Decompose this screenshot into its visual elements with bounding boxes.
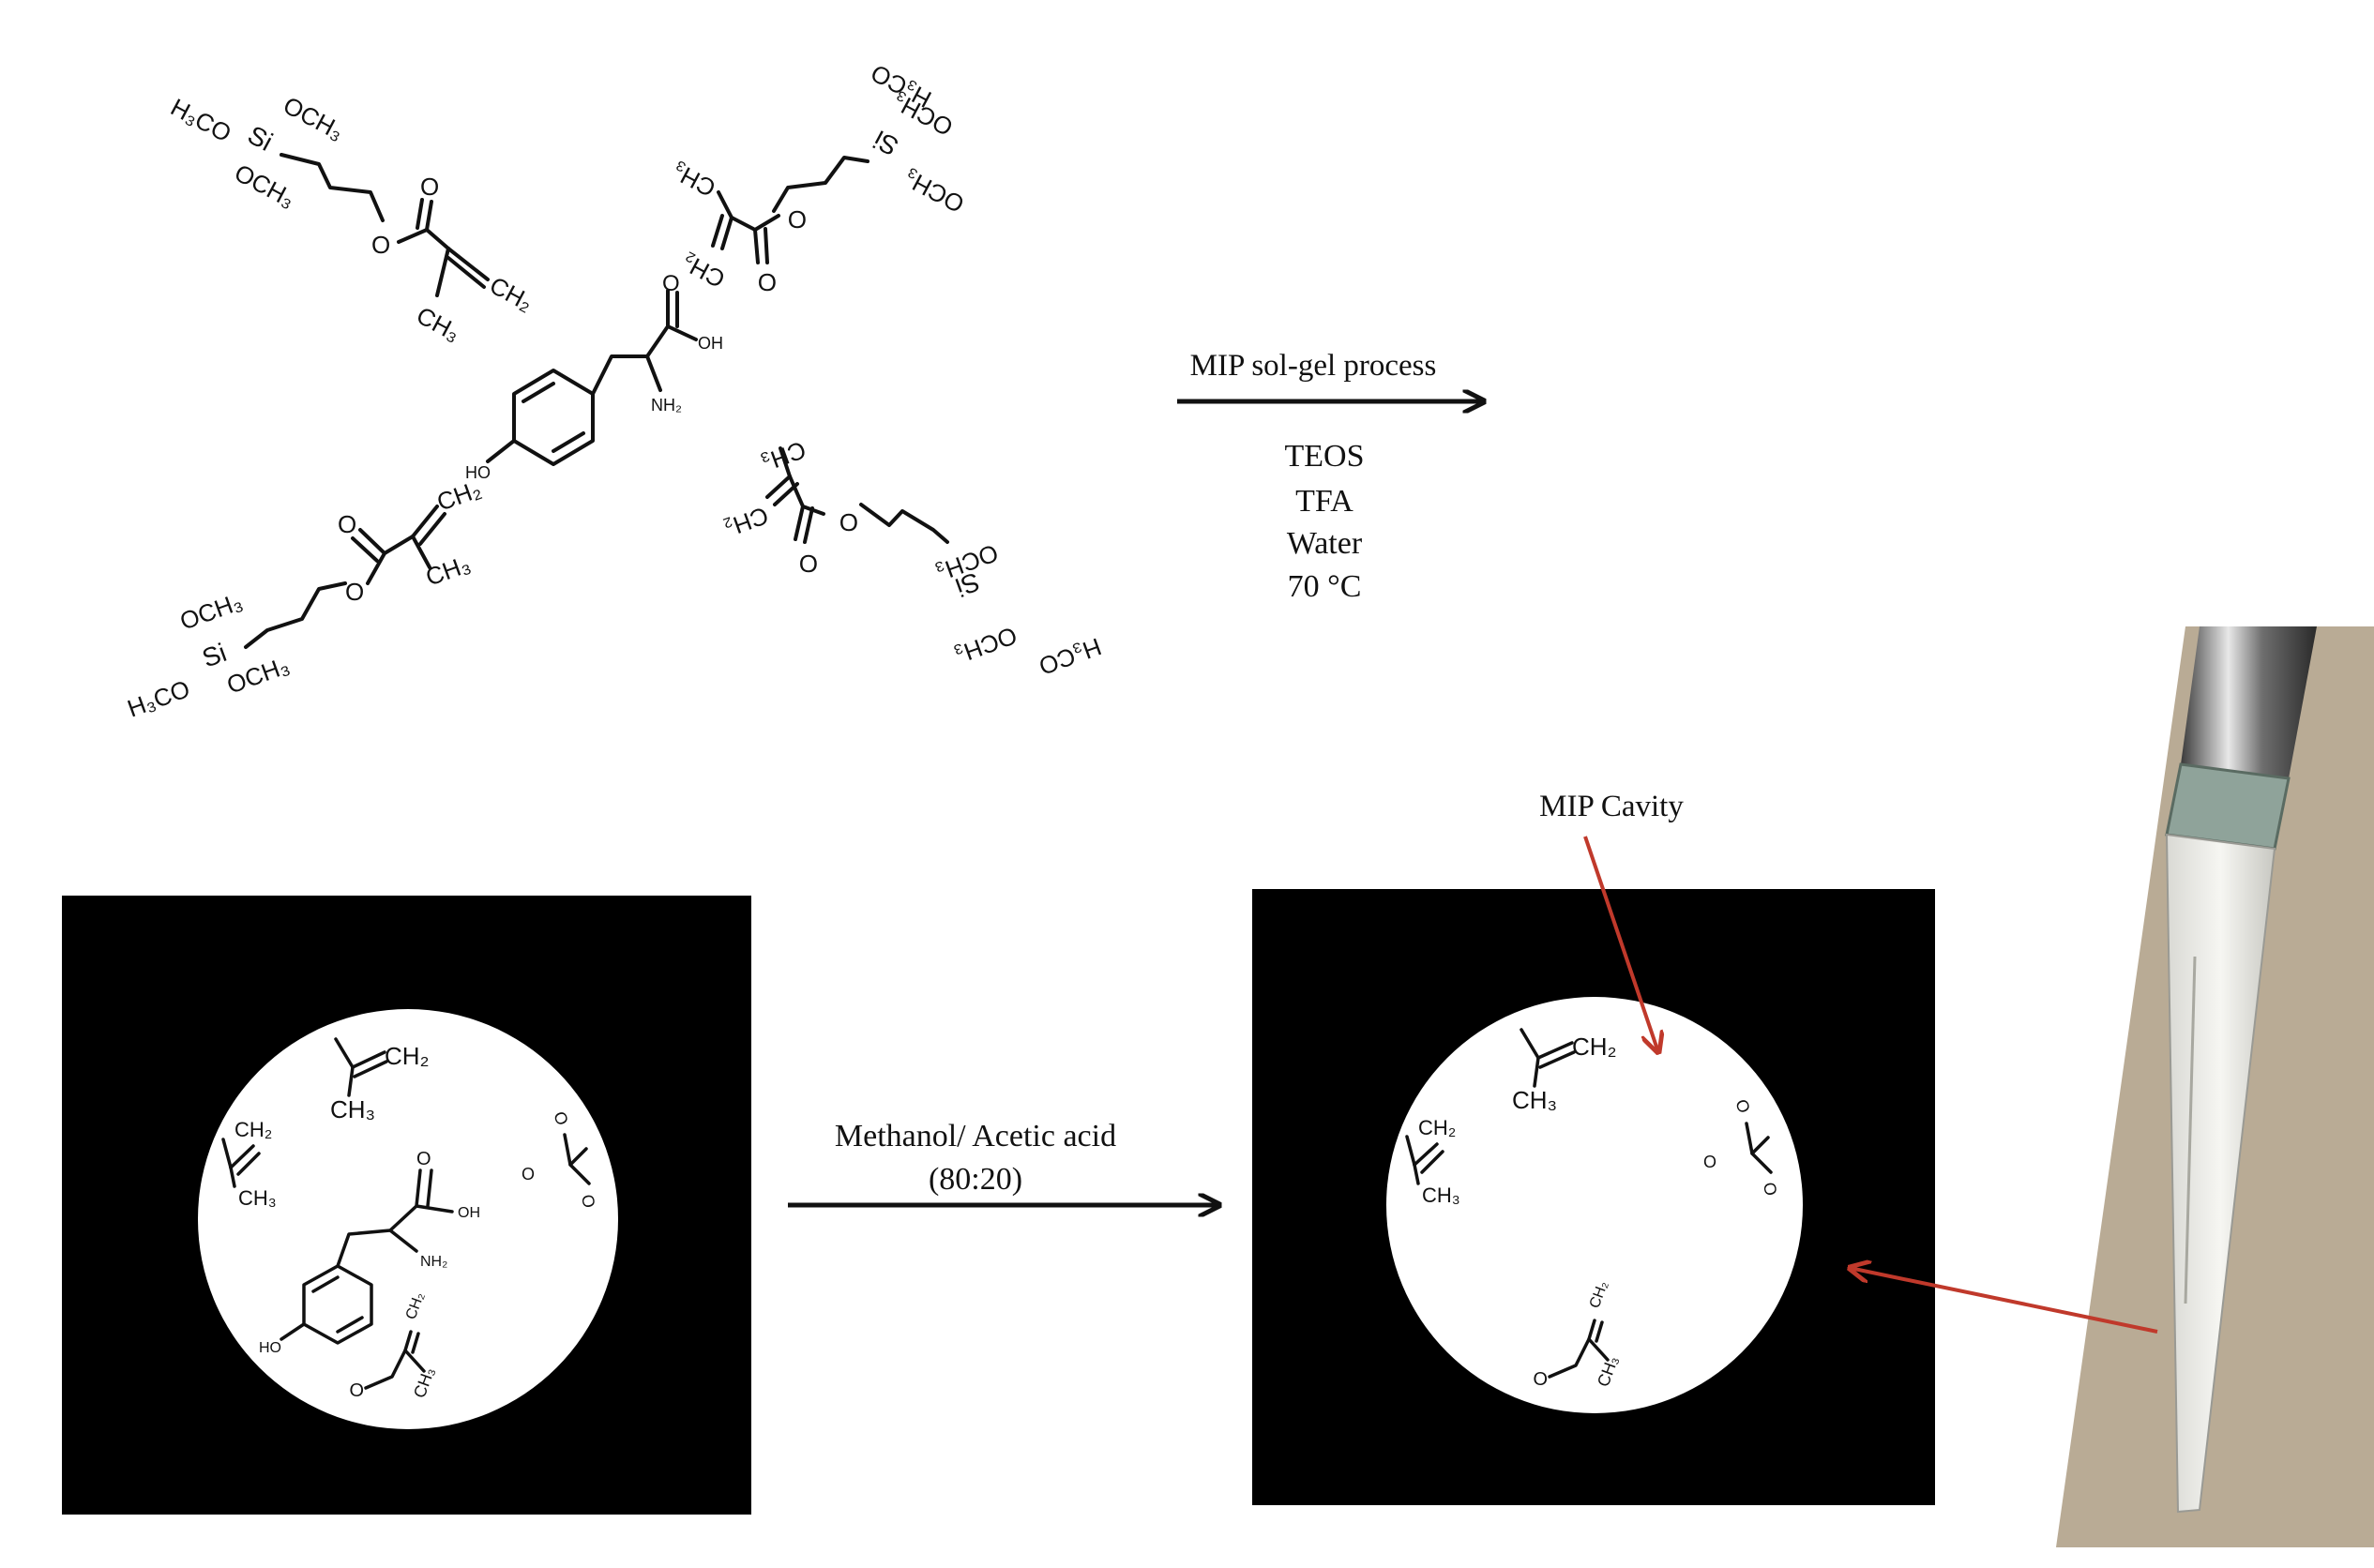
- mip-cavity-panel: CH₂ CH₃ CH₂ CH₃ O O O O CH₂ CH₃ MIP Cavi: [1252, 790, 1935, 1505]
- label-si: Si: [243, 120, 278, 157]
- atom-o: O: [550, 1109, 572, 1128]
- monomer-bottom-left: H₃CO Si OCH₃ OCH₃ O O CH₂ CH₃: [124, 475, 485, 722]
- label-och3: OCH₃: [223, 651, 294, 700]
- atom-o: O: [349, 1379, 364, 1399]
- tyrosine-template-bound: O OH NH₂ HO: [259, 1149, 480, 1356]
- atom-o: O: [371, 231, 390, 259]
- label-ch2: CH₂: [1572, 1033, 1617, 1061]
- label-h3co: H₃CO: [166, 93, 235, 148]
- atom-o: O: [1533, 1367, 1548, 1388]
- atom-oh: OH: [458, 1205, 480, 1221]
- atom-o: O: [578, 1193, 598, 1209]
- monomer-bottom-right: CH₃ CH₂ O O OCH₃ Si H₃CO OCH₃: [720, 435, 1105, 681]
- removal-label-solvent: Methanol/ Acetic acid: [835, 1119, 1116, 1153]
- atom-o: O: [522, 1164, 535, 1183]
- atom-ho: HO: [465, 463, 491, 482]
- label-ch2: CH₂: [1418, 1116, 1456, 1139]
- atom-o: O: [788, 205, 807, 234]
- atom-o: O: [1703, 1152, 1716, 1170]
- atom-nh2: NH₂: [420, 1254, 447, 1270]
- vinyl-group-top: CH₂ CH₃: [1512, 1028, 1617, 1114]
- atom-o: O: [420, 173, 439, 201]
- label-och3: OCH₃: [951, 621, 1021, 670]
- label-ch2: CH₂: [234, 1118, 272, 1141]
- tyrosine-template: O OH NH₂ HO: [465, 271, 723, 482]
- label-si: Si: [198, 638, 230, 673]
- label-h3co: H₃CO: [1036, 632, 1106, 681]
- condition-reagent: TEOS: [1285, 439, 1365, 474]
- template-removal-step: Methanol/ Acetic acid (80:20): [788, 1119, 1219, 1205]
- label-ch2: CH₂: [485, 271, 537, 317]
- vinyl-group-left: CH₂ CH₃: [221, 1118, 277, 1210]
- cavity-label: MIP Cavity: [1539, 790, 1684, 823]
- atom-o: O: [338, 510, 356, 538]
- label-ch2: CH₂: [433, 475, 485, 516]
- mip-with-template-panel: CH₂ CH₃ CH₂ CH₃ O O O O CH₂ CH₃: [62, 896, 751, 1515]
- cavity-circle: [1386, 997, 1803, 1413]
- reaction-step: MIP sol-gel process TEOS TFA Water 70 °C: [1177, 349, 1484, 604]
- pipette-tip-photo: [1850, 626, 2374, 1547]
- carboxyl-group-right: O O O: [522, 1109, 598, 1210]
- vinyl-group-left: CH₂ CH₃: [1405, 1116, 1460, 1207]
- label-ch2: CH₂: [720, 501, 772, 542]
- label-ch3: CH₃: [422, 550, 474, 592]
- label-ch3: CH₃: [238, 1186, 277, 1210]
- label-si: Si: [869, 125, 903, 161]
- atom-nh2: NH₂: [651, 396, 682, 415]
- condition-catalyst: TFA: [1295, 484, 1353, 519]
- label-ch3: CH₃: [330, 1095, 375, 1123]
- monomer-top-right: H₃CO Si OCH₃ OCH₃ O O CH₃ CH₂: [667, 59, 969, 296]
- vinyl-group-top: CH₂ CH₃: [330, 1037, 430, 1123]
- label-ch3: CH₃: [412, 301, 465, 347]
- atom-o: O: [799, 550, 818, 578]
- cavity-pointer-arrow: [1583, 836, 1658, 1052]
- atom-oh: OH: [698, 334, 723, 353]
- pipette-shaft: [2181, 626, 2317, 778]
- label-ch3: CH₃: [667, 157, 720, 203]
- imprint-site-circle: [198, 1009, 618, 1429]
- label-och3: OCH₃: [279, 91, 348, 146]
- label-ch2: CH₂: [385, 1042, 430, 1070]
- label-och3: OCH₃: [176, 587, 247, 636]
- atom-ho: HO: [259, 1340, 281, 1356]
- label-ch3: CH₃: [1512, 1086, 1557, 1114]
- tip-pointer-arrow: [1850, 1268, 2158, 1334]
- condition-solvent: Water: [1287, 526, 1363, 561]
- monomer-top-left: H₃CO Si OCH₃ OCH₃ O O CH₂ CH₃: [166, 91, 537, 347]
- atom-o: O: [662, 271, 680, 296]
- label-och3: OCH₃: [230, 158, 299, 214]
- prepolymerization-complex: O OH NH₂ HO H₃CO Si OCH₃ OCH₃ O O CH₂ CH…: [124, 59, 1105, 723]
- carboxyl-group-right: O O O: [1703, 1097, 1780, 1198]
- condition-temperature: 70 °C: [1288, 569, 1362, 604]
- tip-collar: [2165, 762, 2291, 851]
- atom-o: O: [1731, 1097, 1754, 1116]
- atom-o: O: [839, 508, 858, 536]
- removal-label-ratio: (80:20): [929, 1162, 1022, 1197]
- atom-o: O: [345, 578, 364, 606]
- reaction-arrow-label: MIP sol-gel process: [1190, 349, 1437, 383]
- atom-o: O: [758, 268, 777, 296]
- label-ch2: CH₂: [677, 248, 730, 294]
- atom-o: O: [416, 1149, 431, 1169]
- label-och3: OCH₃: [899, 164, 968, 219]
- label-h3co: H₃CO: [124, 674, 194, 723]
- label-ch3: CH₃: [1422, 1184, 1460, 1207]
- atom-o: O: [1760, 1181, 1780, 1197]
